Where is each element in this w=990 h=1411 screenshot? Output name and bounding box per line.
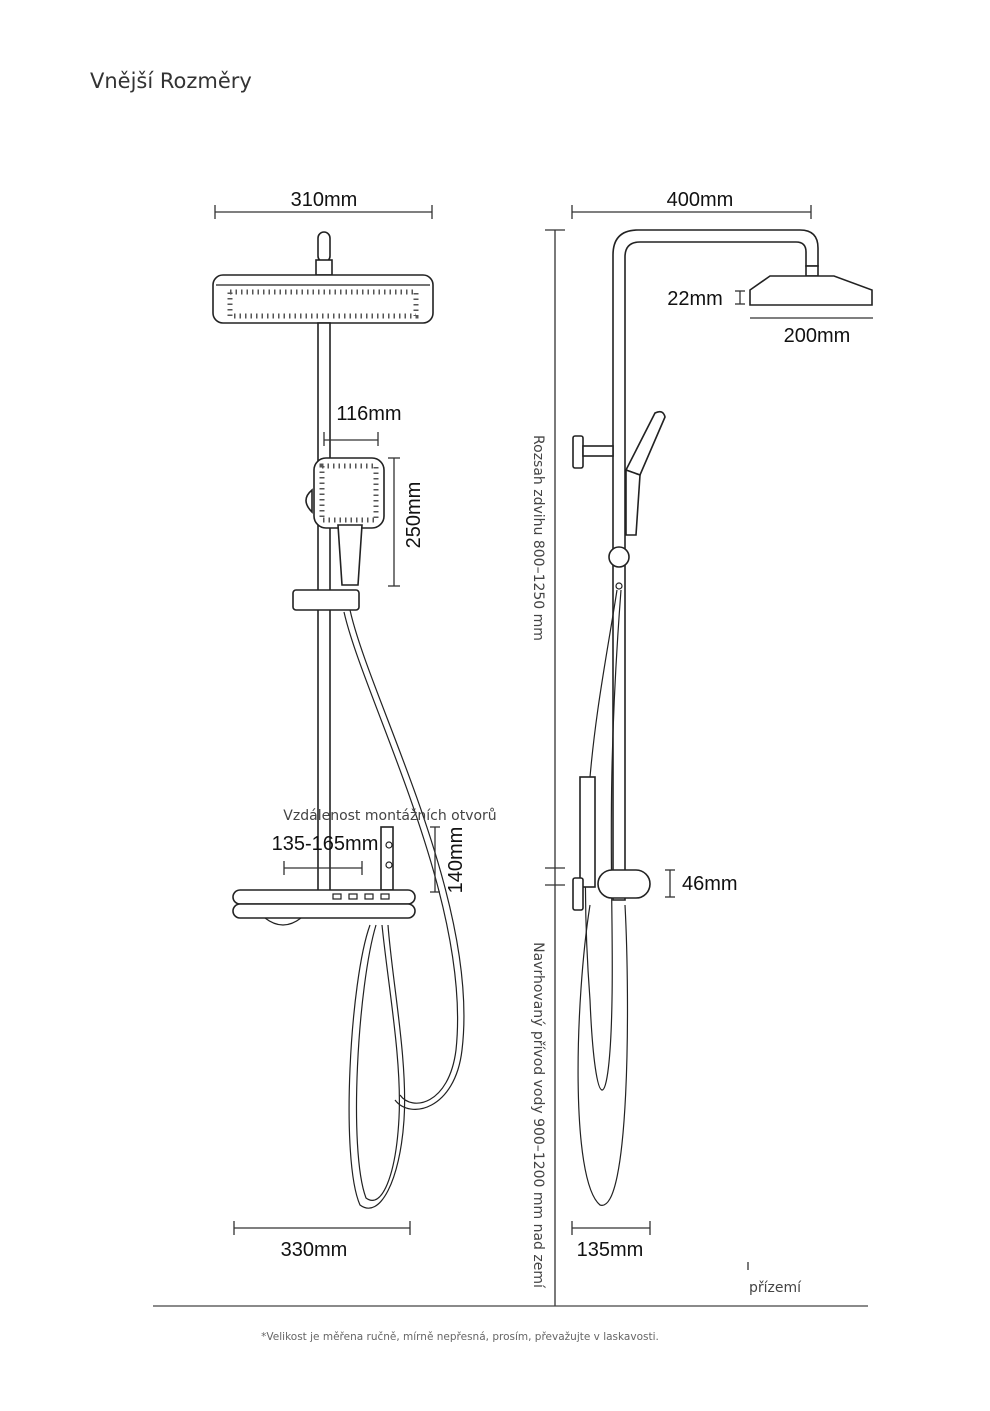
dim-mount-distance: 135-165mm xyxy=(272,833,379,855)
slide-bracket xyxy=(292,589,360,611)
front-view: 310mm 116mm 250mm Vzdálenost montážních … xyxy=(212,189,497,1261)
faucet-spout xyxy=(380,826,394,891)
ground-label: přízemí xyxy=(749,1280,802,1296)
footnote: *Velikost je měřena ručně, mírně nepřesn… xyxy=(261,1331,659,1343)
water-inlet-label: Navrhovaný přívod vody 900–1200 mm nad z… xyxy=(530,942,546,1289)
dim-reach: 400mm xyxy=(667,189,734,211)
shelf xyxy=(232,889,416,905)
lift-range-label: Rozsah zdvihu 800–1250 mm xyxy=(530,435,546,641)
side-shower-head xyxy=(749,275,873,306)
hand-shower-handle xyxy=(337,524,363,586)
side-view: 400mm 22mm 200mm 46mm 135mm Rozsah zdvih… xyxy=(530,189,873,1306)
dim-hand-height: 250mm xyxy=(403,482,425,549)
mount-distance-label: Vzdálenost montážních otvorů xyxy=(283,808,496,824)
side-shelf xyxy=(597,869,651,899)
dim-outlet-height: 140mm xyxy=(445,827,467,894)
dim-depth: 135mm xyxy=(577,1239,644,1261)
side-hand-shower xyxy=(624,410,666,477)
side-faucet xyxy=(579,776,596,888)
dim-head-diameter: 200mm xyxy=(784,325,851,347)
dim-shelf-height: 46mm xyxy=(682,873,738,895)
dim-top-width: 310mm xyxy=(291,189,358,211)
dim-head-thickness: 22mm xyxy=(667,288,723,310)
page-title: Vnější Rozměry xyxy=(90,69,252,93)
dim-hand-offset: 116mm xyxy=(336,403,401,425)
dim-bottom-width: 330mm xyxy=(281,1239,348,1261)
